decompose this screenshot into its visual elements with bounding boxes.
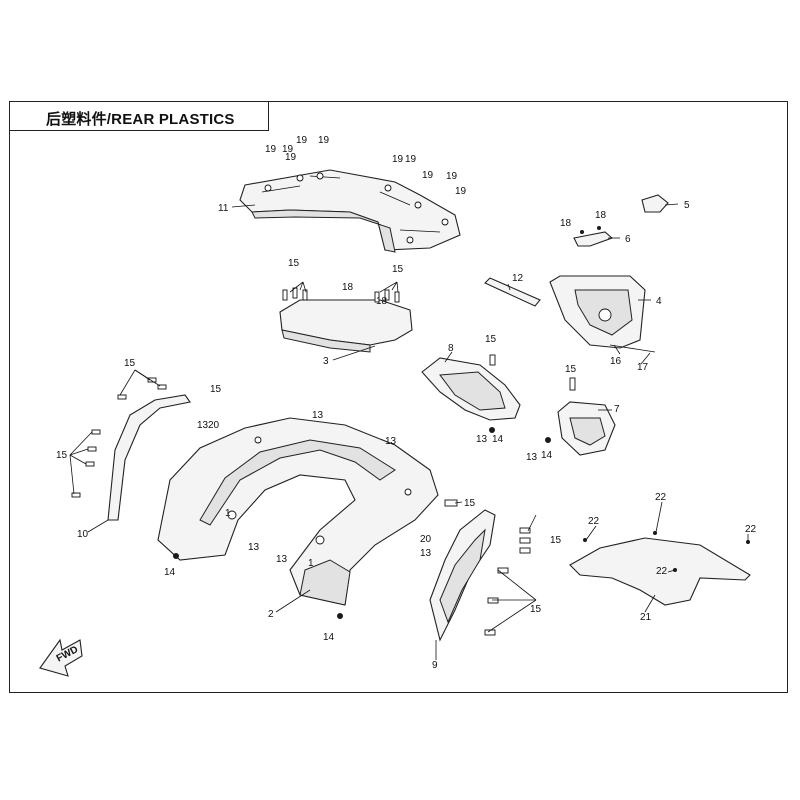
callout-19: 19	[405, 154, 417, 165]
callout-19: 19	[455, 186, 467, 197]
callout-14: 14	[541, 450, 553, 461]
callout-19: 19	[318, 135, 330, 146]
callout-19: 19	[392, 154, 404, 165]
callout-19: 19	[422, 170, 434, 181]
callout-15: 15	[550, 535, 562, 546]
callout-13: 13	[385, 436, 397, 447]
part-8-inner-cover	[421, 354, 521, 421]
callout-18: 18	[560, 218, 572, 229]
callout-15: 15	[56, 450, 68, 461]
callout-15: 15	[530, 604, 542, 615]
part-21-floor-mat	[569, 531, 751, 606]
callout-4: 4	[656, 296, 662, 307]
callout-2: 2	[268, 609, 274, 620]
callout-14: 14	[164, 567, 176, 578]
callout-18: 18	[376, 296, 388, 307]
diagram-title: 后塑料件/REAR PLASTICS	[46, 111, 235, 128]
callout-13: 13	[526, 452, 538, 463]
callout-6: 6	[625, 234, 631, 245]
callout-18: 18	[595, 210, 607, 221]
callout-14: 14	[492, 434, 504, 445]
title-box	[9, 101, 269, 131]
callout-13: 13	[476, 434, 488, 445]
leader-lines	[69, 203, 749, 660]
callout-13: 13	[197, 420, 209, 431]
nut-14	[545, 437, 551, 443]
callout-13: 13	[276, 554, 288, 565]
callout-7: 7	[614, 404, 620, 415]
callout-22: 22	[588, 516, 600, 527]
callout-15: 15	[565, 364, 577, 375]
nut-14	[173, 553, 179, 559]
callout-20: 20	[420, 534, 432, 545]
callout-19: 19	[265, 144, 277, 155]
part-9-side-panel	[429, 499, 531, 642]
part-2-rear-fender	[157, 417, 439, 606]
callout-19: 19	[296, 135, 308, 146]
callout-22: 22	[656, 566, 668, 577]
callout-labels: 11 3 4 5 6 7 8 9 10 12 2 21 16 17 1 1 19…	[56, 135, 757, 671]
nut-14	[489, 427, 495, 433]
callout-15: 15	[210, 384, 222, 395]
callout-19: 19	[282, 144, 294, 155]
callout-22: 22	[745, 524, 757, 535]
callout-14: 14	[323, 632, 335, 643]
callout-13: 13	[248, 542, 260, 553]
part-12-rod	[484, 277, 541, 307]
callout-5: 5	[684, 200, 690, 211]
callout-22: 22	[655, 492, 667, 503]
callout-8: 8	[448, 343, 454, 354]
callout-18: 18	[342, 282, 354, 293]
callout-19: 19	[446, 171, 458, 182]
part-6-bracket	[573, 226, 614, 247]
callout-15: 15	[124, 358, 136, 369]
callout-15: 15	[485, 334, 497, 345]
callout-13: 13	[420, 548, 432, 559]
part-10-mud-guard	[71, 377, 191, 521]
callout-13: 13	[312, 410, 324, 421]
callout-1: 1	[225, 508, 231, 519]
part-11-rear-rack	[239, 169, 461, 253]
callout-10: 10	[77, 529, 89, 540]
part-4-rear-panel	[549, 275, 656, 353]
callout-15: 15	[464, 498, 476, 509]
callout-15: 15	[288, 258, 300, 269]
diagram-frame	[9, 101, 788, 693]
nut-14	[337, 613, 343, 619]
callout-12: 12	[512, 273, 524, 284]
callout-3: 3	[323, 356, 329, 367]
callout-21: 21	[640, 612, 652, 623]
part-5-bracket	[641, 194, 669, 213]
callout-1b: 1	[308, 558, 314, 569]
callout-15: 15	[392, 264, 404, 275]
part-3-rack-cover	[279, 287, 413, 353]
callout-19: 19	[285, 152, 297, 163]
callout-17: 17	[637, 362, 649, 373]
part-7-side-cover	[557, 377, 616, 456]
callout-16: 16	[610, 356, 622, 367]
callout-20: 20	[208, 420, 220, 431]
callout-9: 9	[432, 660, 438, 671]
callout-11: 11	[218, 203, 229, 214]
fwd-arrow-icon: FWD	[39, 638, 83, 677]
